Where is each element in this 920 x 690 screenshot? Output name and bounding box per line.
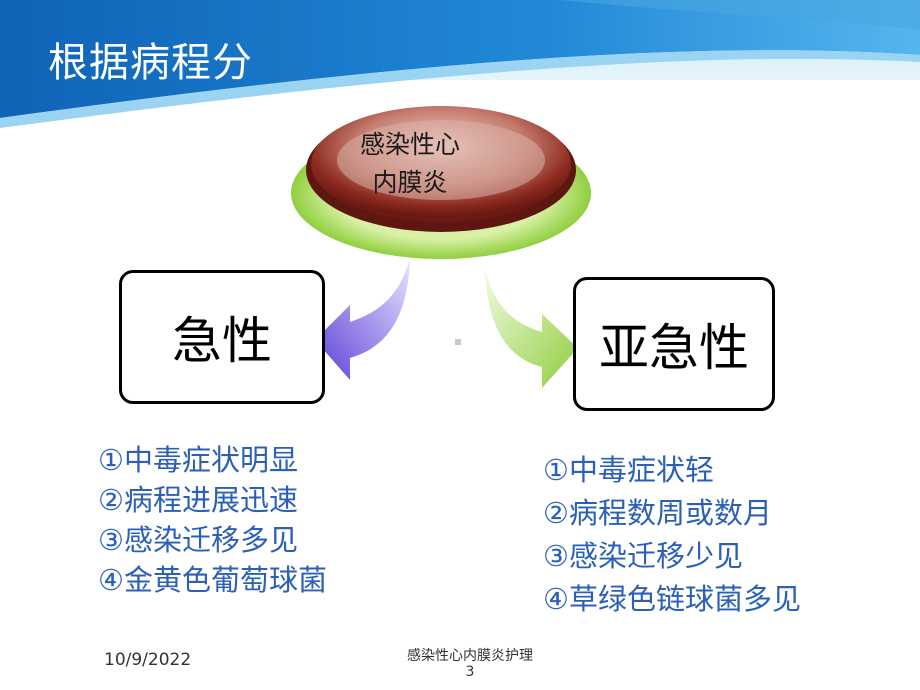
list-item: ②病程数周或数月	[543, 496, 772, 530]
branch-arrows	[315, 258, 578, 388]
curved-arrow-right-icon	[485, 270, 578, 388]
center-node-label: 感染性心 内膜炎	[330, 126, 490, 202]
footer-date: 10/9/2022	[104, 650, 192, 670]
small-marker	[455, 339, 461, 345]
list-item: ③感染迁移多见	[98, 523, 298, 557]
footer-title-text: 感染性心内膜炎护理	[407, 648, 533, 664]
center-node-line1: 感染性心	[359, 130, 460, 159]
list-item: ①中毒症状轻	[543, 453, 714, 487]
subacute-label: 亚急性	[599, 319, 749, 377]
curved-arrow-left-icon	[315, 258, 410, 380]
page-number: 3	[465, 664, 475, 680]
subacute-features-list: ①中毒症状轻 ②病程数周或数月 ③感染迁移少见 ④草绿色链球菌多见	[543, 450, 801, 622]
header-background	[0, 0, 920, 128]
list-item: ①中毒症状明显	[98, 443, 298, 477]
list-item: ③感染迁移少见	[543, 539, 743, 573]
footer-title: 感染性心内膜炎护理 3	[360, 648, 580, 680]
list-item: ④草绿色链球菌多见	[543, 582, 801, 616]
acute-label: 急性	[172, 312, 272, 370]
slide-title: 根据病程分	[48, 40, 253, 86]
acute-box: 急性	[119, 270, 325, 404]
list-item: ②病程进展迅速	[98, 483, 298, 517]
list-item: ④金黄色葡萄球菌	[98, 563, 327, 597]
center-node-disc	[291, 106, 591, 259]
center-node-line2: 内膜炎	[372, 168, 448, 197]
subacute-box: 亚急性	[573, 277, 775, 411]
acute-features-list: ①中毒症状明显 ②病程进展迅速 ③感染迁移多见 ④金黄色葡萄球菌	[98, 440, 327, 600]
